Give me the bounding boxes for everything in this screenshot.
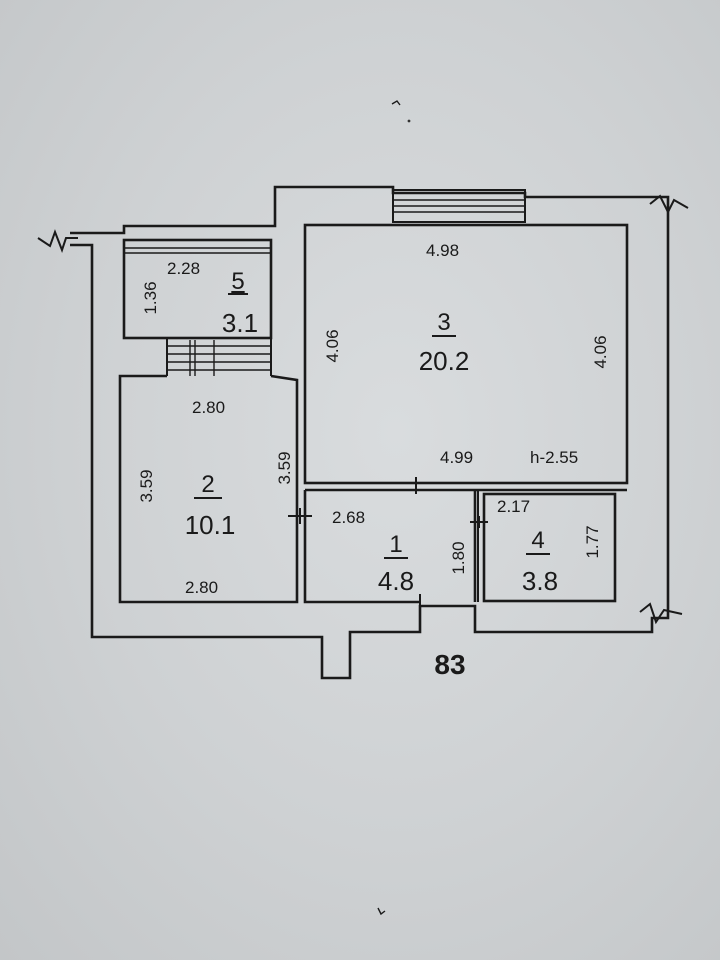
room-5-number: 5: [231, 268, 244, 295]
room-3-area: 20.2: [419, 346, 470, 376]
room-2-outline: [118, 374, 299, 604]
room-1-length: 1.80: [449, 541, 468, 574]
room-2-length-right: 3.59: [275, 451, 294, 484]
door-mark-2-1: [288, 508, 312, 524]
wall-break-bottom-right: [639, 602, 683, 625]
door-steps: [166, 338, 272, 376]
stray-mark-top: [391, 100, 401, 106]
room-2-length-left: 3.59: [137, 469, 156, 502]
room-1-outline: [303, 490, 477, 604]
stray-mark-bottom: [377, 907, 386, 916]
room-5-length: 1.36: [141, 281, 160, 314]
wall-break-left: [37, 229, 78, 253]
room-1-number: 1: [389, 531, 402, 558]
room-4-number: 4: [531, 527, 544, 554]
room-5-width: 2.28: [167, 259, 200, 278]
room-1-width: 2.68: [332, 508, 365, 527]
room-2-width-bottom: 2.80: [185, 578, 218, 597]
room-2-number: 2: [201, 471, 214, 498]
room-4-outline: [482, 492, 617, 603]
room-5-area: 3.1: [222, 308, 258, 338]
room-2-area: 10.1: [185, 510, 236, 540]
room-3-width-top: 4.98: [426, 241, 459, 260]
room-5-outline: [122, 238, 273, 340]
room-3-length-right: 4.06: [591, 335, 610, 368]
room-4-width: 2.17: [497, 497, 530, 516]
room-3-number: 3: [437, 309, 450, 336]
room-3-width-bottom: 4.99: [440, 448, 473, 467]
ceiling-height: h-2.55: [530, 448, 578, 467]
room-1-area: 4.8: [378, 566, 414, 596]
wall-break-top-right: [649, 194, 689, 215]
room-4-length: 1.77: [583, 525, 602, 558]
window-room-3: [392, 189, 526, 223]
apartment-number: 83: [434, 649, 465, 680]
room-3-length-left: 4.06: [323, 329, 342, 362]
room-2-width-top: 2.80: [192, 398, 225, 417]
outer-wall: [70, 185, 670, 680]
stray-dot-top: [407, 119, 411, 123]
room-4-area: 3.8: [522, 566, 558, 596]
door-mark-1-4: [470, 516, 488, 528]
room-3-outline: [303, 223, 629, 485]
